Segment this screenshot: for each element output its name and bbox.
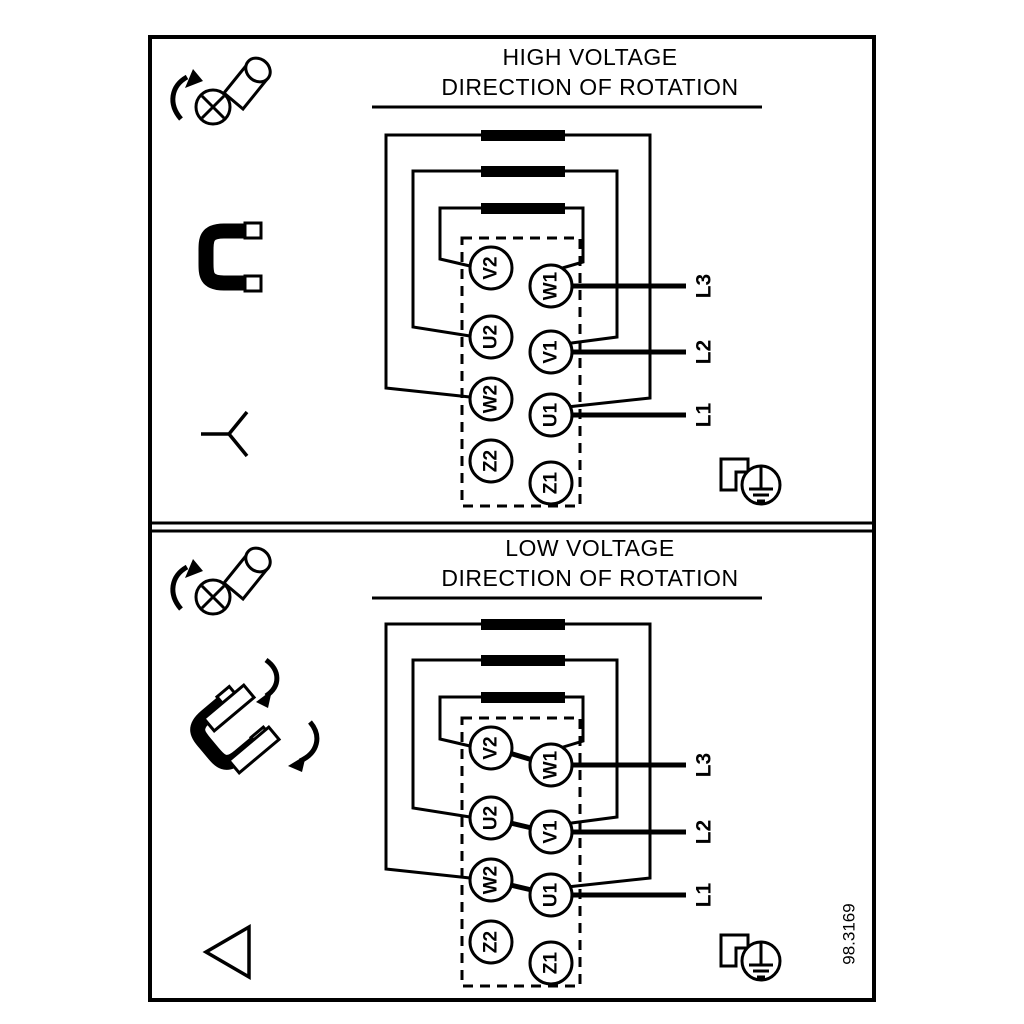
terminal-u2: U2 — [468, 795, 514, 841]
terminal-z2: Z2 — [468, 919, 514, 965]
svg-text:U2: U2 — [481, 806, 502, 830]
svg-text:V1: V1 — [541, 340, 562, 364]
svg-text:V2: V2 — [481, 736, 502, 759]
link-reposition-icon — [190, 657, 320, 775]
terminal-u1: U1 — [528, 392, 574, 438]
svg-text:W1: W1 — [541, 271, 562, 300]
ground-screw-icon — [719, 457, 782, 506]
low-voltage-panel: LOW VOLTAGE DIRECTION OF ROTATION — [170, 535, 859, 988]
terminal-w2: W2 — [468, 857, 514, 903]
rotation-screw-icon — [170, 56, 272, 126]
winding-wires — [384, 622, 652, 889]
star-symbol-icon — [201, 410, 249, 458]
terminal-z2: Z2 — [468, 438, 514, 484]
svg-text:U1: U1 — [541, 402, 562, 427]
line-label-l2: L2 — [693, 340, 716, 365]
winding-bars — [481, 619, 565, 703]
terminal-box — [460, 236, 582, 508]
terminal-box — [460, 716, 582, 988]
svg-text:V1: V1 — [541, 820, 562, 844]
terminal-u1: U1 — [528, 872, 574, 918]
terminal-w1: W1 — [528, 263, 574, 309]
terminal-v2: V2 — [468, 725, 514, 771]
panel-title: HIGH VOLTAGE — [502, 44, 677, 70]
terminal-z1: Z1 — [528, 460, 574, 506]
svg-text:U2: U2 — [481, 325, 502, 349]
line-label-l2: L2 — [693, 820, 716, 845]
svg-text:W1: W1 — [541, 750, 562, 779]
rotation-screw-icon — [170, 546, 272, 616]
svg-text:Z1: Z1 — [541, 471, 562, 494]
svg-text:Z2: Z2 — [481, 450, 502, 472]
ground-screw-icon — [719, 933, 782, 982]
panel-subtitle: DIRECTION OF ROTATION — [441, 74, 738, 100]
diagram-frame — [148, 35, 876, 1002]
terminal-u2: U2 — [468, 314, 514, 360]
terminal-z1: Z1 — [528, 940, 574, 986]
delta-symbol-icon — [202, 923, 251, 981]
svg-text:Z2: Z2 — [481, 931, 502, 953]
winding-bars — [481, 130, 565, 214]
terminal-w1: W1 — [528, 742, 574, 788]
line-label-l1: L1 — [693, 882, 716, 907]
supply-lines: L3 L2 L1 — [572, 753, 716, 907]
svg-text:U1: U1 — [541, 882, 562, 907]
terminal-v1: V1 — [528, 329, 574, 375]
line-label-l1: L1 — [693, 402, 716, 427]
terminal-link-icon — [198, 221, 263, 293]
line-label-l3: L3 — [693, 753, 716, 778]
panel-title: LOW VOLTAGE — [505, 535, 675, 561]
svg-text:Z1: Z1 — [541, 951, 562, 974]
svg-text:W2: W2 — [481, 385, 502, 414]
panel-subtitle: DIRECTION OF ROTATION — [441, 565, 738, 591]
svg-text:V2: V2 — [481, 256, 502, 279]
supply-lines: L3 L2 L1 — [572, 274, 716, 427]
winding-wires — [384, 133, 652, 409]
svg-text:W2: W2 — [481, 866, 502, 895]
terminal-v2: V2 — [468, 245, 514, 291]
terminal-w2: W2 — [468, 376, 514, 422]
high-voltage-panel: HIGH VOLTAGE DIRECTION OF ROTATION — [170, 44, 782, 508]
terminal-v1: V1 — [528, 809, 574, 855]
line-label-l3: L3 — [693, 274, 716, 299]
figure-number: 98.3169 — [840, 903, 859, 964]
